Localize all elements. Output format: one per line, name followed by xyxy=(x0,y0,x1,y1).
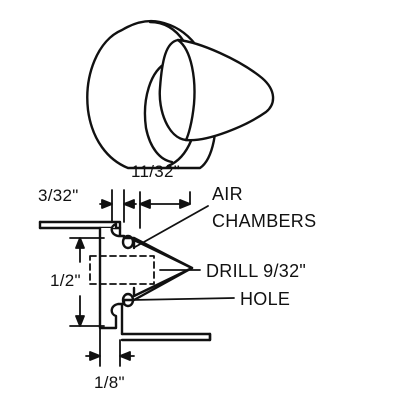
dimension-3-32-label: 3/32" xyxy=(38,186,79,205)
bumper-3d-illustration xyxy=(86,19,275,170)
dimension-1-8-label: 1/8" xyxy=(94,373,125,392)
bumper-body-section xyxy=(98,222,194,330)
cross-section xyxy=(38,220,212,342)
dimension-11-32-label: 11/32" xyxy=(131,162,181,181)
drill-label: DRILL 9/32" xyxy=(206,261,307,281)
cone-profile xyxy=(132,238,194,298)
dimension-1-2-label: 1/2" xyxy=(50,271,81,290)
hole-label: HOLE xyxy=(240,289,291,309)
top-plate xyxy=(38,220,122,230)
air-label: AIR xyxy=(212,184,243,204)
leader-lines xyxy=(131,205,235,301)
dim-3-32 xyxy=(99,189,137,223)
chambers-label: CHAMBERS xyxy=(212,211,317,231)
bottom-plate xyxy=(120,332,212,342)
bumper-cone-edge xyxy=(176,38,196,142)
dim-1-2 xyxy=(69,237,105,327)
bumper-cone xyxy=(158,38,275,142)
drill-hole-outline xyxy=(89,255,155,285)
dim-1-8 xyxy=(85,327,135,367)
dim-11-32 xyxy=(139,191,191,229)
